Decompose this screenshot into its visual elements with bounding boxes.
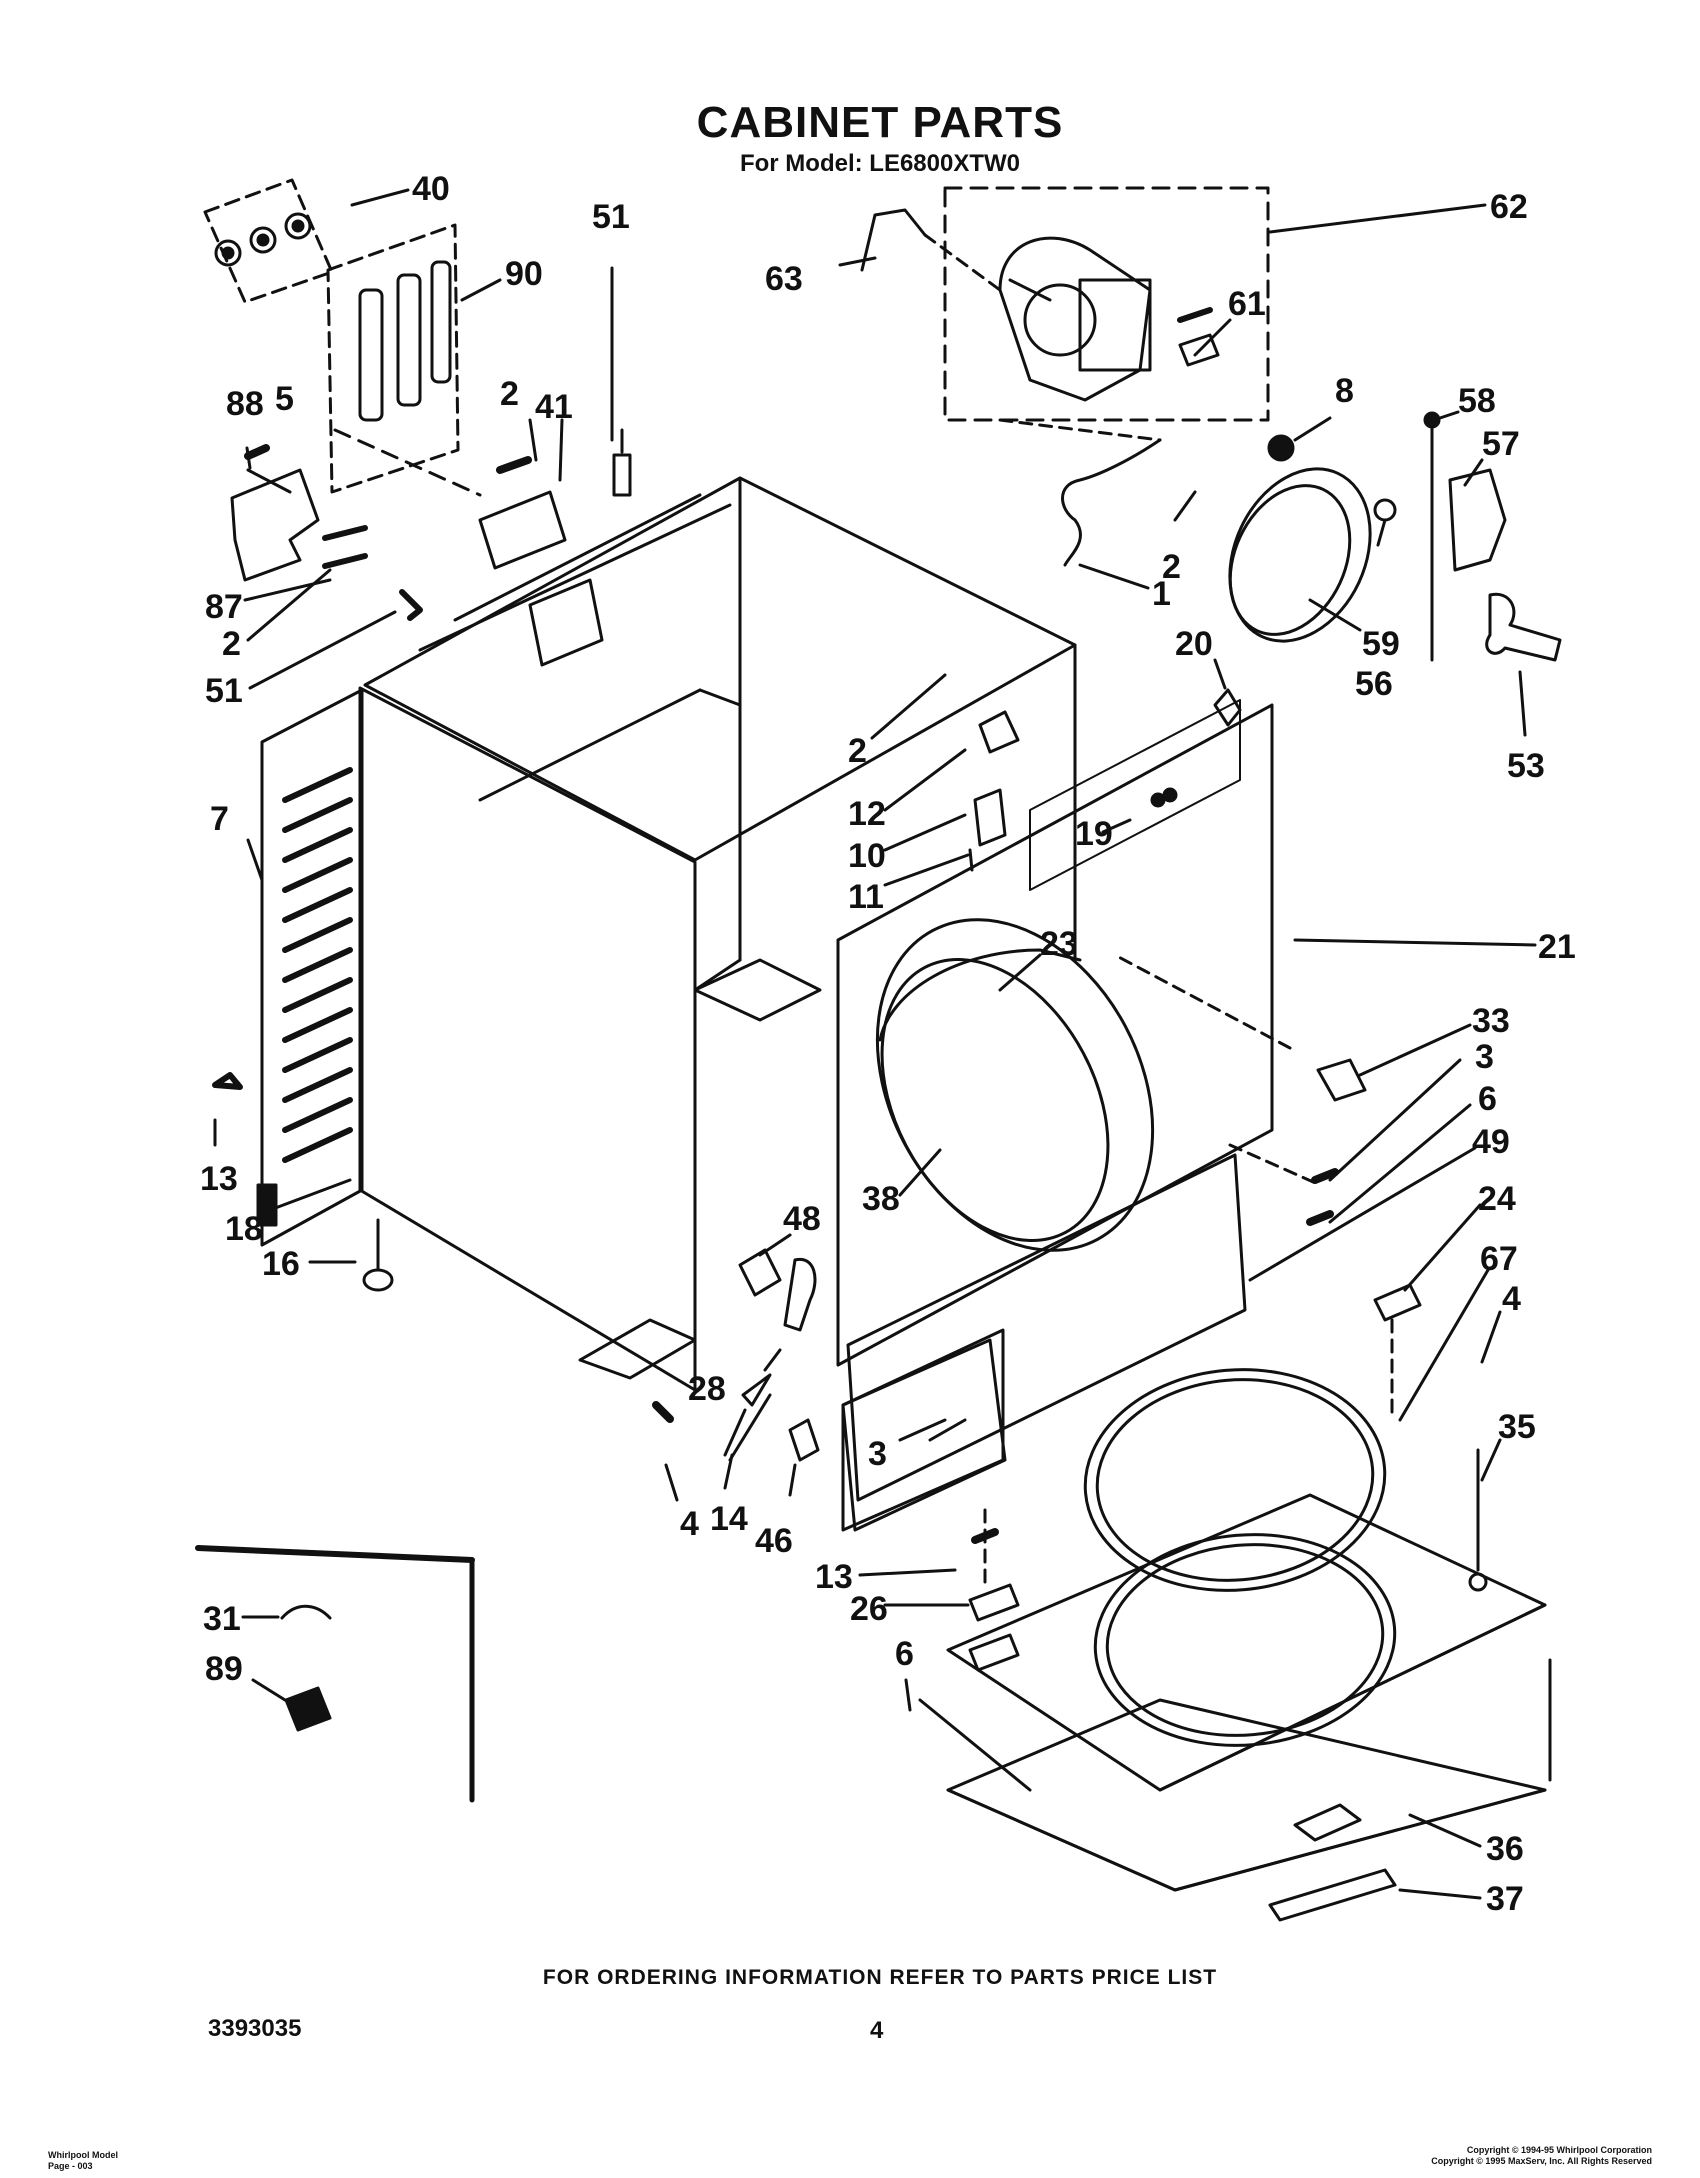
part-5-bracket xyxy=(230,444,368,582)
copyright-line-1: Copyright © 1994-95 Whirlpool Corporatio… xyxy=(1466,2145,1652,2155)
callout-26: 26 xyxy=(850,1590,888,1628)
callout-19: 19 xyxy=(1075,815,1113,853)
part-41-switch xyxy=(333,428,567,570)
part-33-clip xyxy=(1113,953,1367,1226)
callout-2: 2 xyxy=(222,625,241,663)
part-16-leg xyxy=(362,1218,394,1292)
part-36-base-pan xyxy=(918,1698,1547,1892)
callout-49: 49 xyxy=(1472,1123,1510,1161)
part-21-front-panel xyxy=(836,699,1274,1367)
part-1-wire-harness xyxy=(998,418,1162,567)
page-number: 4 xyxy=(870,2017,884,2044)
part-3-kick-panel xyxy=(841,1338,1007,1532)
callout-40: 40 xyxy=(412,170,450,208)
callout-37: 37 xyxy=(1486,1880,1524,1918)
callout-14: 14 xyxy=(710,1500,748,1538)
callout-6: 6 xyxy=(1478,1080,1497,1118)
callout-18: 18 xyxy=(225,1210,263,1248)
callout-10: 10 xyxy=(848,837,886,875)
callout-20: 20 xyxy=(1175,625,1213,663)
part-48-hinge xyxy=(652,1248,820,1462)
callout-58: 58 xyxy=(1458,382,1496,420)
callout-63: 63 xyxy=(765,260,803,298)
callout-59: 59 xyxy=(1362,625,1400,663)
callout-13: 13 xyxy=(200,1160,238,1198)
callout-3: 3 xyxy=(868,1435,887,1473)
callout-87: 87 xyxy=(205,588,243,626)
part-57-idler-bracket xyxy=(1423,411,1562,662)
callout-2: 2 xyxy=(1162,548,1181,586)
callout-8: 8 xyxy=(1335,372,1354,410)
callout-36: 36 xyxy=(1486,1830,1524,1868)
ordering-note: FOR ORDERING INFORMATION REFER TO PARTS … xyxy=(542,1966,1218,1989)
callout-56: 56 xyxy=(1355,665,1393,703)
part-51-clips xyxy=(399,428,632,621)
callout-57: 57 xyxy=(1482,425,1520,463)
part-24-bracket xyxy=(1373,1283,1422,1422)
callout-53: 53 xyxy=(1507,747,1545,785)
callout-labels: 40 90 51 5 88 2 41 87 51 63 61 62 8 2 1 … xyxy=(200,170,1576,1918)
model-subtitle: For Model: LE6800XTW0 xyxy=(739,150,1021,177)
callout-67: 67 xyxy=(1480,1240,1518,1278)
part-62-motor xyxy=(943,186,1270,422)
callout-3: 3 xyxy=(1475,1038,1494,1076)
callout-5: 5 xyxy=(275,380,294,418)
part-90-switch-bank xyxy=(326,223,502,494)
callout-38: 38 xyxy=(862,1180,900,1218)
callout-28: 28 xyxy=(688,1370,726,1408)
callout-4: 4 xyxy=(680,1505,699,1543)
callout-2: 2 xyxy=(848,732,867,770)
part-56-drive-belt xyxy=(1228,434,1397,643)
callout-90: 90 xyxy=(505,255,543,293)
callout-88: 88 xyxy=(226,385,264,423)
callout-61: 61 xyxy=(1228,285,1266,323)
callout-23: 23 xyxy=(1040,925,1078,963)
callout-12: 12 xyxy=(848,795,886,833)
callout-41: 41 xyxy=(535,388,573,426)
callout-6: 6 xyxy=(895,1635,914,1673)
callout-4: 4 xyxy=(1502,1280,1521,1318)
inset-box xyxy=(195,1545,475,1803)
callout-21: 21 xyxy=(1538,928,1576,966)
callout-89: 89 xyxy=(205,1650,243,1688)
callout-33: 33 xyxy=(1472,1002,1510,1040)
part-26-clip xyxy=(968,1508,1020,1672)
callout-24: 24 xyxy=(1478,1180,1516,1218)
cabinet-main-body xyxy=(358,476,1077,1392)
callout-48: 48 xyxy=(783,1200,821,1238)
leader-lines xyxy=(213,203,1537,1900)
callout-11: 11 xyxy=(848,878,884,916)
callout-51: 51 xyxy=(592,198,630,236)
part-7-rear-panel xyxy=(212,688,364,1247)
callout-13: 13 xyxy=(815,1558,853,1596)
document-number: 3393035 xyxy=(208,2015,302,2042)
callout-51: 51 xyxy=(205,672,243,710)
part-40-knobs xyxy=(203,178,410,304)
callout-31: 31 xyxy=(203,1600,241,1638)
page-title: CABINET PARTS xyxy=(696,98,1064,147)
callout-35: 35 xyxy=(1498,1408,1536,1446)
callout-7: 7 xyxy=(210,800,229,838)
part-63-bracket xyxy=(860,208,1002,292)
callout-1: 1 xyxy=(1152,575,1171,613)
model-line: Whirlpool Model xyxy=(48,2150,118,2160)
callout-62: 62 xyxy=(1490,188,1528,226)
callout-16: 16 xyxy=(262,1245,300,1283)
page-line: Page - 003 xyxy=(48,2161,93,2171)
callout-46: 46 xyxy=(755,1522,793,1560)
part-12-door-switch xyxy=(968,710,1020,872)
part-35-base xyxy=(946,1448,1552,1792)
part-49-toe-panel xyxy=(841,1153,1247,1532)
part-37-strip xyxy=(1268,1868,1397,1922)
copyright-line-2: Copyright © 1995 MaxServ, Inc. All Right… xyxy=(1431,2156,1652,2166)
callout-2: 2 xyxy=(500,375,519,413)
